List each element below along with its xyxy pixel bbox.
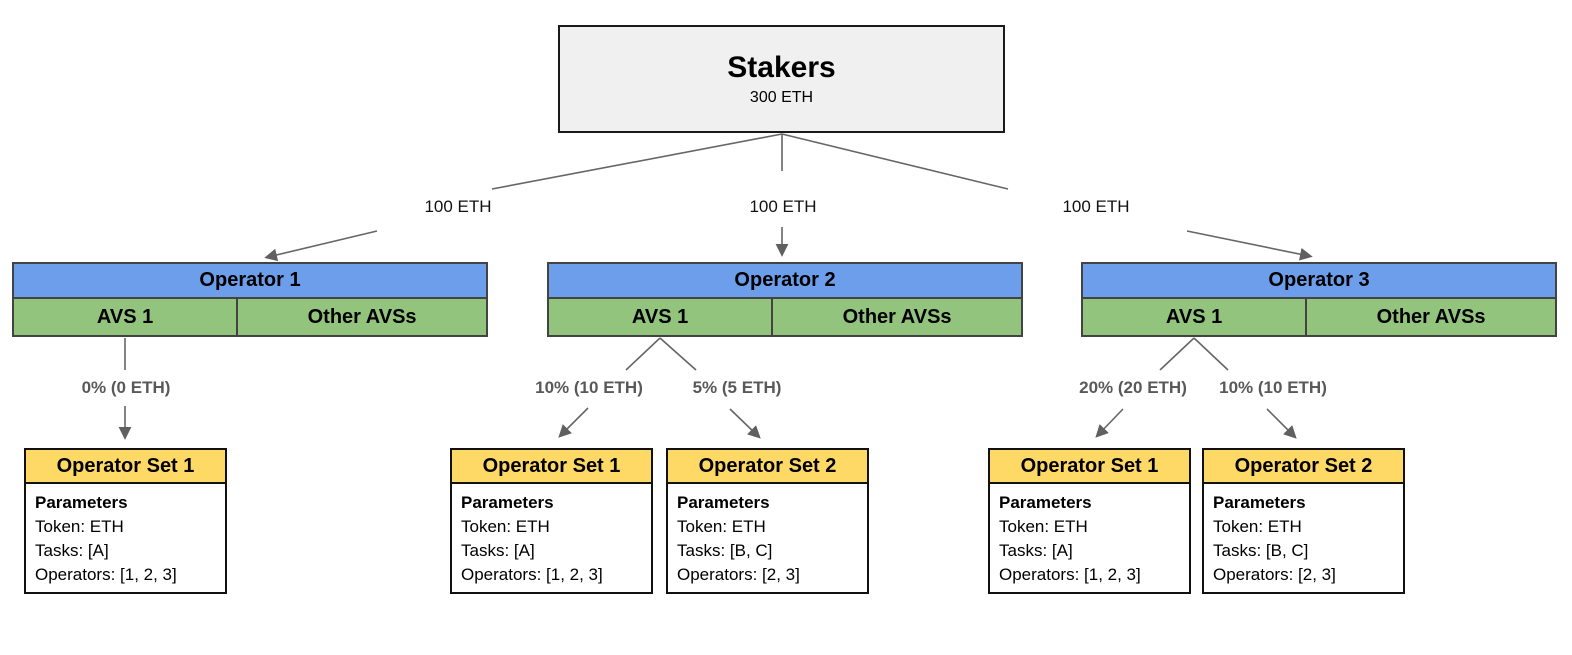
operators-line: Operators: [1, 2, 3] xyxy=(35,565,177,584)
operator-set-card-op3-set2: Operator Set 2 Parameters Token: ETH Tas… xyxy=(1202,448,1405,594)
delegation-label-op3-set1: 20% (20 ETH) xyxy=(1079,378,1187,397)
token-line: Token: ETH xyxy=(999,517,1088,536)
token-line: Token: ETH xyxy=(677,517,766,536)
stub-operator-2-left xyxy=(625,337,661,371)
tasks-line: Tasks: [A] xyxy=(999,541,1073,560)
tasks-line: Tasks: [A] xyxy=(35,541,109,560)
stakers-title: Stakers xyxy=(727,50,836,84)
edge-stakers-right xyxy=(781,133,1009,190)
operator-2-box: Operator 2 AVS 1 Other AVSs xyxy=(547,262,1023,337)
parameters-heading: Parameters xyxy=(35,493,128,512)
operator-set-card-op3-set1: Operator Set 1 Parameters Token: ETH Tas… xyxy=(988,448,1191,594)
operator-3-avs-row: AVS 1 Other AVSs xyxy=(1083,299,1555,335)
operator-set-title: Operator Set 1 xyxy=(452,450,651,484)
arrow-to-operator-1 xyxy=(264,230,378,262)
operator-set-card-op2-set2: Operator Set 2 Parameters Token: ETH Tas… xyxy=(666,448,869,594)
delegation-label-op3-set2: 10% (10 ETH) xyxy=(1219,378,1327,397)
operator-3-other-avs-cell: Other AVSs xyxy=(1376,306,1486,328)
token-line: Token: ETH xyxy=(461,517,550,536)
delegation-label-op1-set1: 0% (0 ETH) xyxy=(81,378,171,397)
stub-operator-3-right xyxy=(1193,337,1229,371)
stakers-box: Stakers 300 ETH xyxy=(558,25,1005,133)
operator-3-box: Operator 3 AVS 1 Other AVSs xyxy=(1081,262,1557,337)
operator-3-title: Operator 3 xyxy=(1083,264,1555,299)
operator-1-other-avs-cell: Other AVSs xyxy=(307,306,417,328)
allocation-label-operator-2: 100 ETH xyxy=(749,197,817,216)
operator-set-card-op1-set1: Operator Set 1 Parameters Token: ETH Tas… xyxy=(24,448,227,594)
operator-set-card-op2-set1: Operator Set 1 Parameters Token: ETH Tas… xyxy=(450,448,653,594)
operator-1-avs1-cell: AVS 1 xyxy=(14,299,239,335)
stub-operator-2-right xyxy=(659,337,697,371)
stub-operator-3-left xyxy=(1159,337,1195,371)
arrow-op2-to-set2 xyxy=(729,408,761,439)
operator-2-title: Operator 2 xyxy=(549,264,1021,299)
operator-set-parameters: Parameters Token: ETH Tasks: [B, C] Oper… xyxy=(668,484,867,592)
arrow-op3-to-set1 xyxy=(1095,408,1124,438)
delegation-label-op2-set2: 5% (5 ETH) xyxy=(692,378,782,397)
arrow-op3-to-set2 xyxy=(1266,408,1297,439)
operator-set-parameters: Parameters Token: ETH Tasks: [B, C] Oper… xyxy=(1204,484,1403,592)
allocation-label-operator-1: 100 ETH xyxy=(424,197,492,216)
token-line: Token: ETH xyxy=(1213,517,1302,536)
operators-line: Operators: [2, 3] xyxy=(677,565,800,584)
tasks-line: Tasks: [B, C] xyxy=(677,541,773,560)
parameters-heading: Parameters xyxy=(999,493,1092,512)
tasks-line: Tasks: [B, C] xyxy=(1213,541,1309,560)
operator-3-avs1-cell: AVS 1 xyxy=(1083,299,1308,335)
operator-set-title: Operator Set 2 xyxy=(668,450,867,484)
operator-set-title: Operator Set 1 xyxy=(990,450,1189,484)
operators-line: Operators: [2, 3] xyxy=(1213,565,1336,584)
operator-2-avs1-cell: AVS 1 xyxy=(549,299,774,335)
parameters-heading: Parameters xyxy=(677,493,770,512)
operator-2-other-avs-cell: Other AVSs xyxy=(842,306,952,328)
operator-2-avs-row: AVS 1 Other AVSs xyxy=(549,299,1021,335)
operators-line: Operators: [1, 2, 3] xyxy=(461,565,603,584)
token-line: Token: ETH xyxy=(35,517,124,536)
operator-set-parameters: Parameters Token: ETH Tasks: [A] Operato… xyxy=(452,484,651,592)
operators-line: Operators: [1, 2, 3] xyxy=(999,565,1141,584)
delegation-label-op2-set1: 10% (10 ETH) xyxy=(535,378,643,397)
operator-1-title: Operator 1 xyxy=(14,264,486,299)
parameters-heading: Parameters xyxy=(461,493,554,512)
operator-set-parameters: Parameters Token: ETH Tasks: [A] Operato… xyxy=(26,484,225,592)
operator-set-title: Operator Set 2 xyxy=(1204,450,1403,484)
allocation-label-operator-3: 100 ETH xyxy=(1062,197,1130,216)
operator-set-title: Operator Set 1 xyxy=(26,450,225,484)
arrow-op2-to-set1 xyxy=(558,407,589,438)
arrow-to-operator-3 xyxy=(1186,230,1313,261)
stakers-amount: 300 ETH xyxy=(749,88,814,106)
operator-set-parameters: Parameters Token: ETH Tasks: [A] Operato… xyxy=(990,484,1189,592)
edge-stakers-left xyxy=(491,133,783,190)
operator-1-box: Operator 1 AVS 1 Other AVSs xyxy=(12,262,488,337)
parameters-heading: Parameters xyxy=(1213,493,1306,512)
operator-1-avs-row: AVS 1 Other AVSs xyxy=(14,299,486,335)
tasks-line: Tasks: [A] xyxy=(461,541,535,560)
